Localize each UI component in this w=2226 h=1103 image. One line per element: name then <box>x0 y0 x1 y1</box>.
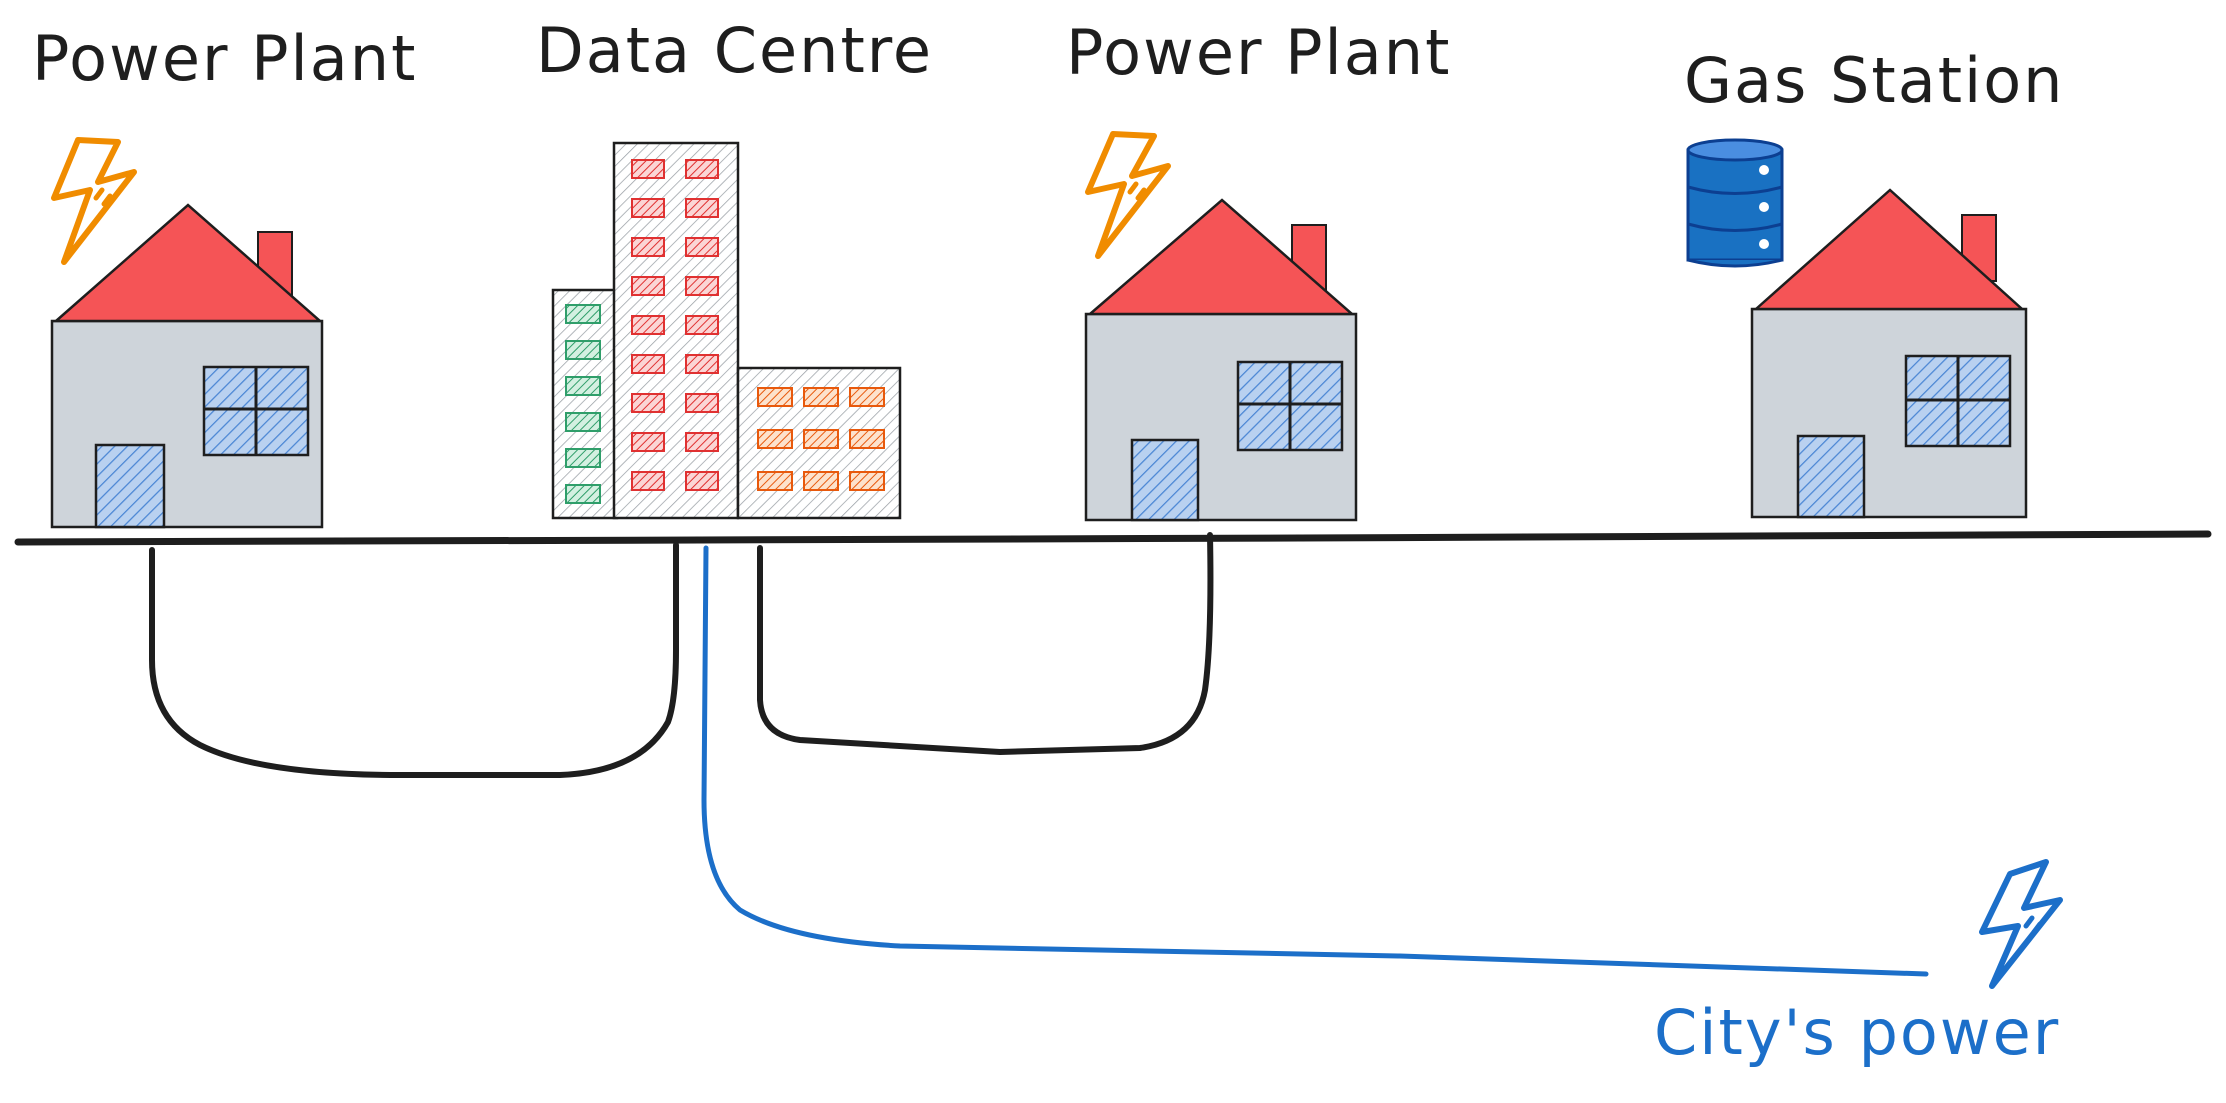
label-power-plant-2: Power Plant <box>1066 16 1452 89</box>
building-window <box>685 159 719 179</box>
building-window <box>685 198 719 218</box>
building-window <box>631 354 665 374</box>
building-window <box>757 471 793 491</box>
lightning-bolt-icon <box>1979 859 2063 989</box>
building-window <box>631 471 665 491</box>
cable-power-plant-1-to-data-centre <box>149 542 679 778</box>
building-window <box>685 237 719 257</box>
building-window <box>803 387 839 407</box>
building-window <box>803 471 839 491</box>
house-gas-station <box>1750 188 2028 519</box>
building-window <box>685 276 719 296</box>
building-window <box>685 471 719 491</box>
building-window <box>565 376 601 396</box>
building-window <box>631 276 665 296</box>
ground-line <box>14 530 2212 546</box>
label-gas-station: Gas Station <box>1684 44 2065 117</box>
cable-city-power <box>701 545 1929 977</box>
lightning-bolt-icon <box>1085 131 1171 259</box>
data-centre-buildings <box>551 141 902 520</box>
cable-data-centre-to-power-plant-2 <box>757 532 1214 755</box>
building-window <box>685 354 719 374</box>
building-window <box>757 429 793 449</box>
building-window <box>631 159 665 179</box>
building-window <box>631 237 665 257</box>
label-power-plant-1: Power Plant <box>32 22 418 95</box>
building-window <box>565 448 601 468</box>
label-data-centre: Data Centre <box>536 14 934 87</box>
building-window <box>565 340 601 360</box>
house-power-plant-1 <box>50 203 324 529</box>
house-power-plant-2 <box>1084 198 1358 522</box>
building-window <box>685 315 719 335</box>
building-window <box>849 471 885 491</box>
building-window <box>685 432 719 452</box>
lightning-bolt-icon <box>51 137 137 265</box>
building-window <box>565 304 601 324</box>
building-window <box>565 484 601 504</box>
label-city-power: City's power <box>1654 996 2061 1069</box>
building-window <box>685 393 719 413</box>
building-window <box>803 429 839 449</box>
building-window <box>631 393 665 413</box>
building-window <box>757 387 793 407</box>
building-window <box>849 387 885 407</box>
building-window <box>849 429 885 449</box>
building-window <box>631 198 665 218</box>
database-icon <box>1686 138 1784 268</box>
building-window <box>565 412 601 432</box>
building-window <box>631 432 665 452</box>
building-window <box>631 315 665 335</box>
